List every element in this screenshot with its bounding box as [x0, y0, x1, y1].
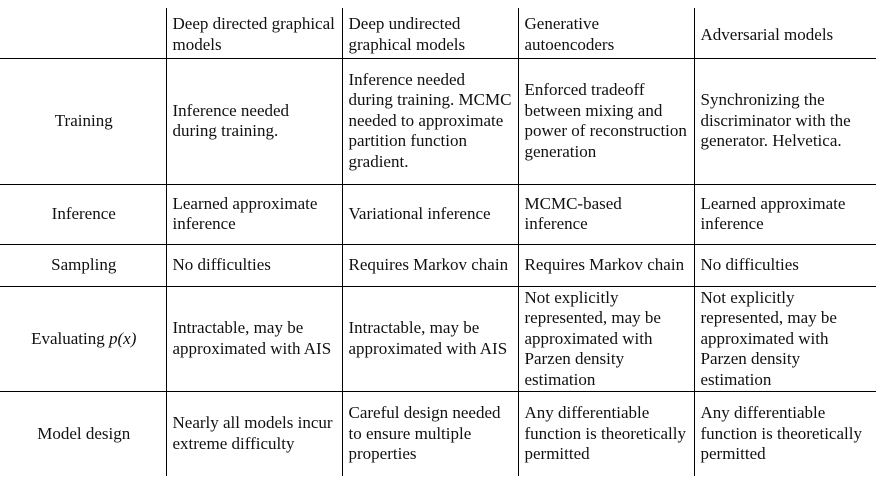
table-cell: Enforced tradeoff between mixing and pow…: [517, 58, 694, 185]
table-row: Sampling No difficulties Requires Markov…: [0, 244, 876, 287]
row-label-evaluating: Evaluating p(x): [0, 286, 166, 392]
col-header-generative-autoencoders: Generative autoencoders: [517, 8, 694, 59]
table-cell: Intractable, may be approximated with AI…: [165, 286, 342, 392]
table-cell: Requires Markov chain: [341, 244, 518, 287]
table-cell: Intractable, may be approximated with AI…: [341, 286, 518, 392]
table-cell: Not explicitly represented, may be appro…: [517, 286, 694, 392]
row-label-model-design: Model design: [37, 423, 131, 443]
col-header-deep-undirected: Deep undirected graphical models: [341, 8, 518, 59]
table-row: Training Inference needed during trainin…: [0, 58, 876, 185]
row-label-text: Evaluating: [31, 328, 105, 348]
table-cell: No difficulties: [165, 244, 342, 287]
table-cell: Inference needed during training. MCMC n…: [341, 58, 518, 185]
table-row: Evaluating p(x) Intractable, may be appr…: [0, 286, 876, 392]
row-label-sampling: Sampling: [0, 244, 166, 287]
table-cell: Nearly all models incur extreme difficul…: [165, 391, 342, 476]
table-cell: Any differentiable function is theoretic…: [693, 391, 876, 476]
table-row: Model design Nearly all models incur ext…: [0, 391, 876, 476]
comparison-table: Deep directed graphical models Deep undi…: [0, 8, 876, 476]
table-cell: No difficulties: [693, 244, 876, 287]
row-label-inference: Inference: [0, 184, 166, 245]
table-cell: Inference needed during training.: [165, 58, 342, 185]
math-px: p(x): [109, 328, 137, 348]
col-header-deep-directed: Deep directed graphical models: [165, 8, 342, 59]
col-header-adversarial: Adversarial models: [693, 8, 876, 59]
table-cell: Careful design needed to ensure multiple…: [341, 391, 518, 476]
table-row: Inference Learned approximate inference …: [0, 184, 876, 245]
table-cell: Not explicitly represented, may be appro…: [693, 286, 876, 392]
table-cell: Learned approximate inference: [693, 184, 876, 245]
table-cell: Variational inference: [341, 184, 518, 245]
table-cell: Synchronizing the discriminator with the…: [693, 58, 876, 185]
table-cell: MCMC-based inference: [517, 184, 694, 245]
header-row: Deep directed graphical models Deep undi…: [0, 8, 876, 59]
row-label-training: Training: [0, 58, 166, 185]
table-cell: Requires Markov chain: [517, 244, 694, 287]
corner-cell: [0, 8, 166, 59]
table-cell: Learned approximate inference: [165, 184, 342, 245]
table-cell: Any differentiable function is theoretic…: [517, 391, 694, 476]
